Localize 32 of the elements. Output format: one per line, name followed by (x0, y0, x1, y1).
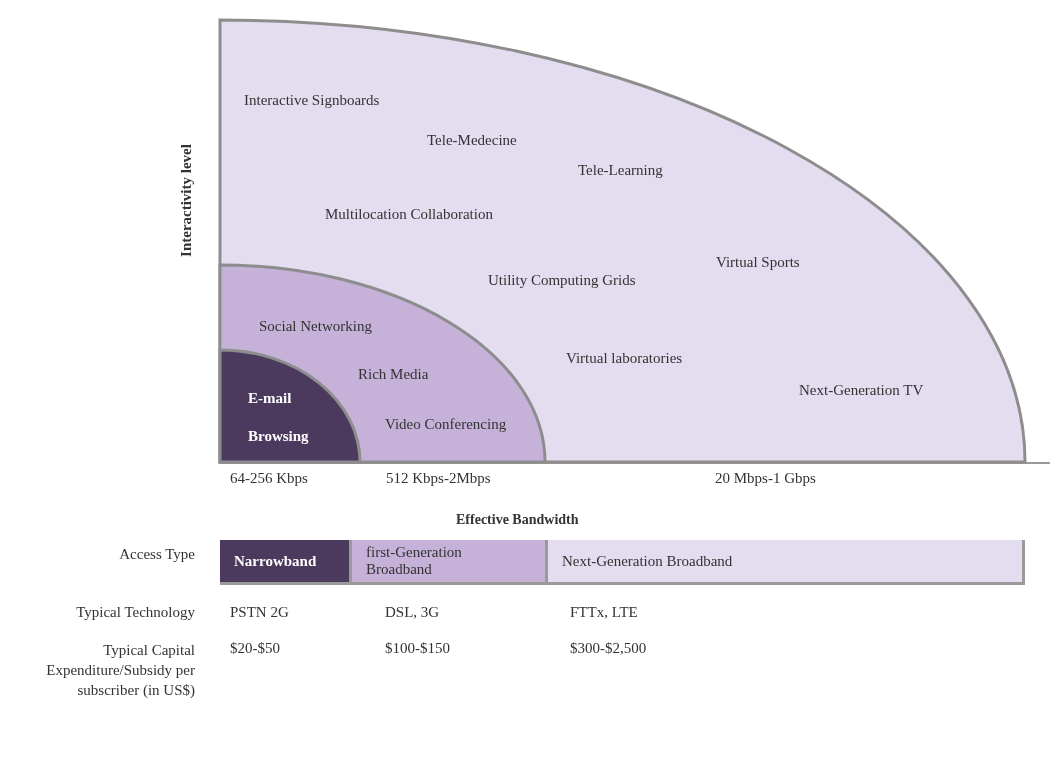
row-header: Typical Capital Expenditure/Subsidy per subscriber (in US$) (45, 641, 195, 700)
application-label: Video Conferencing (385, 416, 507, 433)
application-label: E-mail (248, 390, 292, 407)
access-type-band: Next-Generation Broadband (548, 540, 1025, 585)
application-label: Virtual Sports (716, 254, 800, 271)
table-value: $100-$150 (385, 640, 450, 657)
application-label: Tele-Learning (578, 162, 663, 179)
application-label: Utility Computing Grids (488, 272, 636, 289)
access-type-band: Narrowband (220, 540, 352, 585)
table-value: DSL, 3G (385, 604, 440, 621)
bandwidth-range: 64-256 Kbps (230, 470, 308, 487)
row-header: Access Type (118, 546, 195, 563)
application-label: Tele-Medecine (427, 132, 517, 149)
table-value: $300-$2,500 (570, 640, 647, 657)
axis-title: Interactivity level (177, 144, 195, 257)
bandwidth-range: 512 Kbps-2Mbps (386, 470, 491, 487)
application-label: Multilocation Collaboration (325, 206, 493, 223)
row-header: Typical Technology (75, 604, 195, 621)
application-label: Rich Media (358, 366, 429, 383)
usage-zone (220, 20, 1025, 462)
table-value: $20-$50 (230, 640, 280, 657)
axis-title: Effective Bandwidth (456, 512, 579, 528)
application-label: Virtual laboratories (566, 350, 683, 367)
application-label: Social Networking (259, 318, 372, 335)
access-type-band: first-Generation Broadband (352, 540, 548, 585)
application-label: Interactive Signboards (244, 92, 380, 109)
table-value: PSTN 2G (230, 604, 289, 621)
usage-zone (220, 350, 360, 462)
application-label: Browsing (248, 428, 309, 445)
application-label: Next-Generation TV (799, 382, 924, 399)
bandwidth-range: 20 Mbps-1 Gbps (715, 470, 816, 487)
table-value: FTTx, LTE (570, 604, 638, 621)
